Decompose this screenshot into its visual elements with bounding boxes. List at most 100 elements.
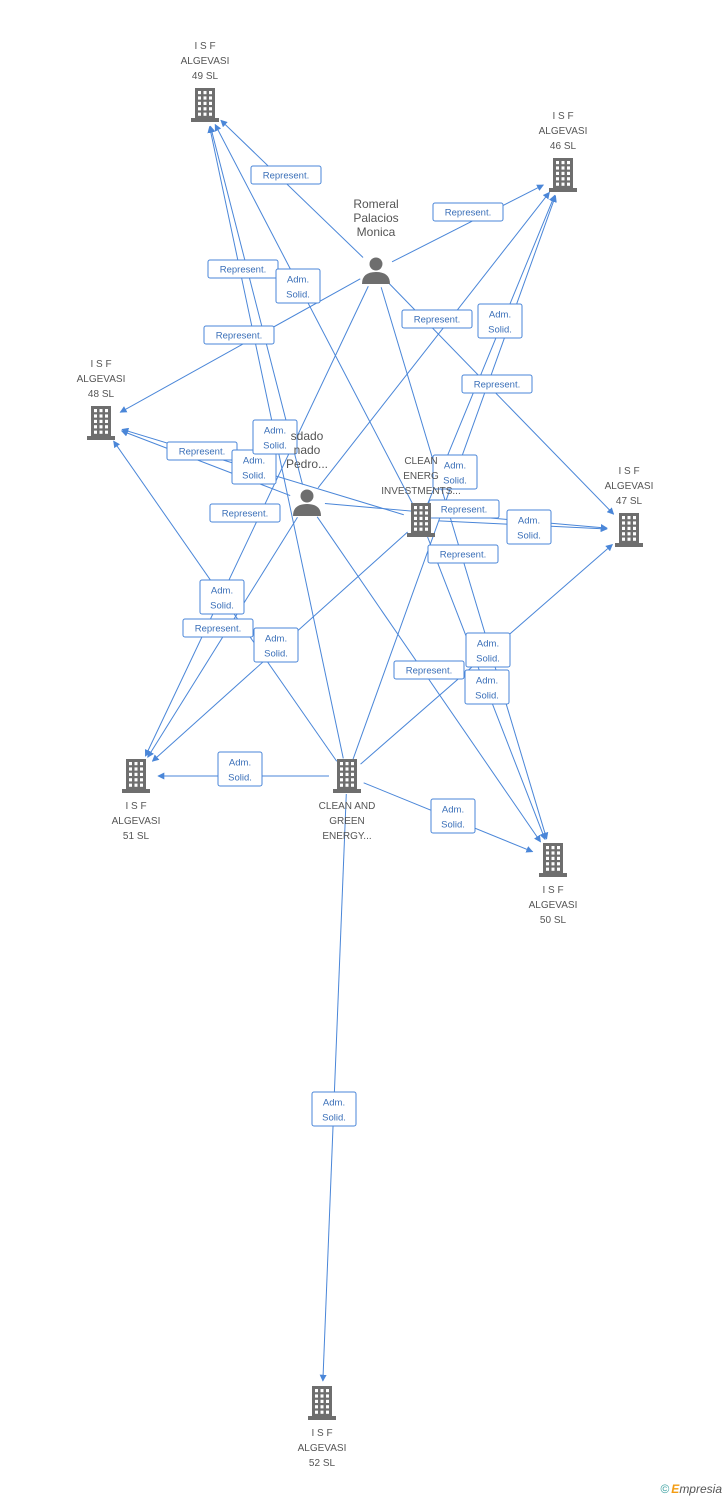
node-label-line: I S F bbox=[311, 1428, 332, 1439]
edge-label-text: Adm. bbox=[444, 461, 466, 472]
edge-label[interactable]: Represent. bbox=[427, 544, 499, 564]
building-window bbox=[627, 537, 631, 541]
edge-label[interactable]: Adm.Solid. bbox=[430, 798, 476, 834]
person-node-pedro[interactable]: sdadonadoPedro... bbox=[286, 429, 328, 516]
edge-label[interactable]: Represent. bbox=[432, 202, 504, 222]
building-window bbox=[557, 851, 560, 855]
edge-label[interactable]: Represent. bbox=[203, 325, 275, 345]
edge-label[interactable]: Adm. Solid. bbox=[252, 419, 298, 455]
building-window bbox=[419, 522, 423, 526]
node-label-line: ALGEVASI bbox=[181, 56, 230, 67]
edge-label[interactable]: Adm.Solid. bbox=[311, 1091, 357, 1127]
edge-label[interactable]: Adm.Solid. bbox=[231, 449, 277, 485]
edge-label[interactable]: Represent. bbox=[182, 618, 254, 638]
edge-label-text: Adm. bbox=[229, 758, 251, 769]
edge-label-text: Solid. bbox=[263, 441, 287, 452]
building-base bbox=[87, 436, 115, 440]
building-window bbox=[345, 778, 349, 782]
building-window bbox=[627, 516, 631, 520]
edge-label[interactable]: Adm.Solid. bbox=[432, 454, 478, 490]
edge-label-text: Solid. bbox=[476, 654, 500, 665]
node-label-line: ENERGY... bbox=[322, 831, 371, 842]
building-window bbox=[203, 107, 207, 111]
edge-label-text: Adm. bbox=[264, 426, 286, 437]
edge-label[interactable]: Adm.Solid. bbox=[477, 303, 523, 339]
edge-label[interactable]: Adm.Solid. bbox=[506, 509, 552, 545]
edge-label[interactable]: Represent. bbox=[428, 499, 500, 519]
building-window bbox=[203, 101, 207, 105]
edge-label[interactable]: Adm.Solid. bbox=[253, 627, 299, 663]
building-window bbox=[94, 419, 97, 423]
building-window bbox=[320, 1410, 324, 1414]
edge-label-box bbox=[252, 419, 298, 455]
edge-label-box bbox=[477, 303, 523, 339]
building-window bbox=[340, 762, 343, 766]
building-window bbox=[425, 516, 428, 520]
edge-clean_inv-to-isf49 bbox=[214, 123, 414, 505]
edges-layer bbox=[113, 119, 615, 1382]
building-window bbox=[551, 851, 555, 855]
edge-label-text: Solid. bbox=[488, 325, 512, 336]
brand-initial: E bbox=[671, 1482, 680, 1496]
edge-label-text: Solid. bbox=[210, 601, 234, 612]
building-window bbox=[198, 101, 201, 105]
edge-label[interactable]: Represent. bbox=[250, 165, 322, 185]
building-window bbox=[414, 506, 417, 510]
building-window bbox=[561, 171, 565, 175]
edge-label-box bbox=[401, 309, 473, 329]
node-label-line: 52 SL bbox=[309, 1458, 336, 1469]
edge-label-text: Solid. bbox=[517, 531, 541, 542]
building-window bbox=[345, 762, 349, 766]
edge-label[interactable]: Adm.Solid. bbox=[464, 669, 510, 705]
building-window bbox=[105, 425, 108, 429]
edge-label[interactable]: Adm.Solid. bbox=[275, 268, 321, 304]
building-window bbox=[556, 182, 559, 186]
edge-label-text: Adm. bbox=[243, 456, 265, 467]
building-window bbox=[99, 409, 103, 413]
edge-label[interactable]: Adm.Solid. bbox=[199, 579, 245, 615]
building-window bbox=[94, 414, 97, 418]
building-window bbox=[622, 516, 625, 520]
building-window bbox=[134, 772, 138, 776]
building-window bbox=[315, 1410, 318, 1414]
building-window bbox=[129, 772, 132, 776]
building-window bbox=[419, 516, 423, 520]
edge-label[interactable]: Represent. bbox=[393, 660, 465, 680]
edge-label[interactable]: Represent. bbox=[401, 309, 473, 329]
edge-label[interactable]: Adm.Solid. bbox=[465, 632, 511, 668]
edge-label[interactable]: Adm.Solid. bbox=[217, 751, 263, 787]
building-window bbox=[198, 91, 201, 95]
building-window bbox=[140, 767, 143, 771]
building-window bbox=[320, 1394, 324, 1398]
company-node-clean_green[interactable]: CLEAN ANDGREENENERGY... bbox=[319, 759, 376, 842]
edge-label[interactable]: Represent. bbox=[209, 503, 281, 523]
edge-label-text: Solid. bbox=[286, 290, 310, 301]
building-window bbox=[105, 409, 108, 413]
building-window bbox=[546, 846, 549, 850]
edge-label-box bbox=[432, 202, 504, 222]
edge-label[interactable]: Represent. bbox=[461, 374, 533, 394]
company-node-clean_inv[interactable]: CLEANENERGINVESTMENTS... bbox=[381, 456, 461, 537]
edge-clean_green-to-isf52 bbox=[319, 793, 347, 1382]
node-label-line: CLEAN AND bbox=[319, 801, 376, 812]
building-window bbox=[561, 182, 565, 186]
building-window bbox=[209, 96, 212, 100]
building-window bbox=[556, 161, 559, 165]
person-head bbox=[300, 489, 314, 503]
edge-clean_inv-to-isf46 bbox=[427, 194, 556, 504]
building-window bbox=[622, 521, 625, 525]
edge-label[interactable]: Represent. bbox=[207, 259, 279, 279]
building-window bbox=[129, 767, 132, 771]
building-window bbox=[546, 867, 549, 871]
copyright-symbol: © bbox=[660, 1482, 670, 1496]
edge-label[interactable]: Represent. bbox=[166, 441, 238, 461]
